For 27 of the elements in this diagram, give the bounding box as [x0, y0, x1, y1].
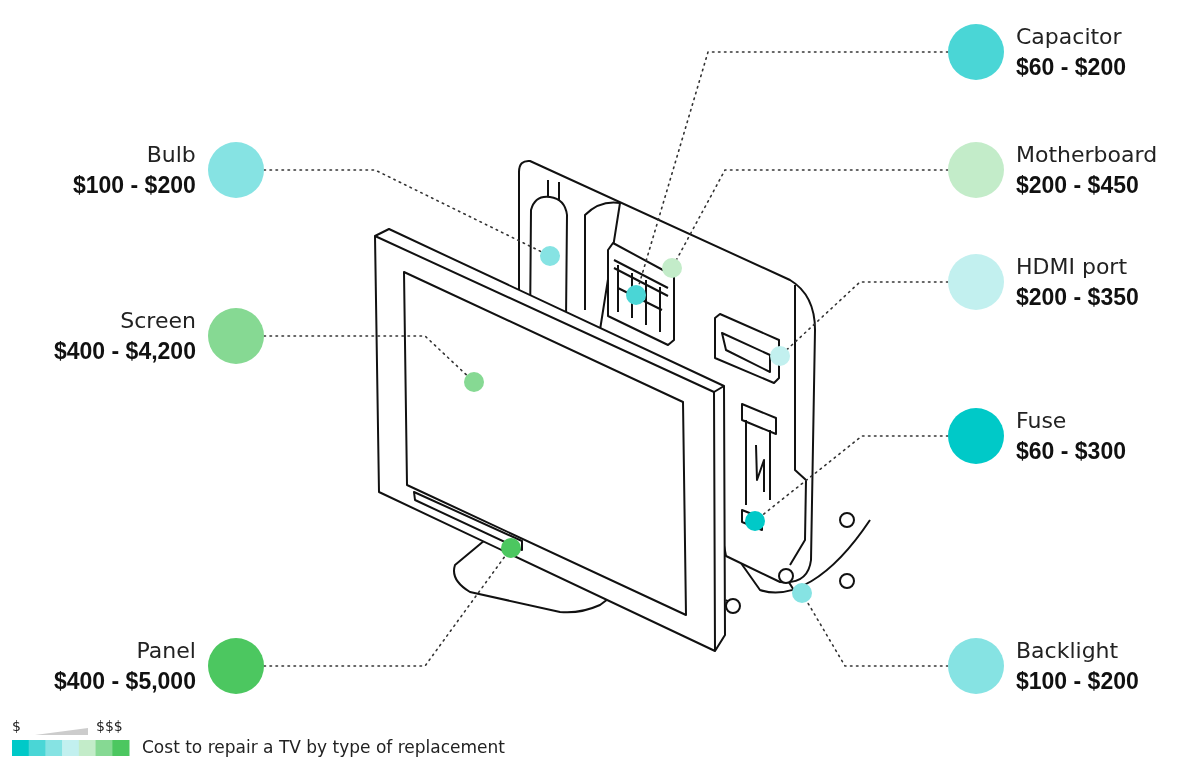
price-range: $100 - $200 [73, 171, 196, 200]
leader-line [762, 435, 949, 516]
leader-line [638, 51, 949, 287]
leader-line [263, 335, 468, 376]
part-name: Backlight [1016, 637, 1120, 665]
price-range: $100 - $200 [1016, 667, 1139, 696]
cost-scale-label: $$$ [96, 718, 123, 734]
price-range: $200 - $450 [1016, 171, 1140, 200]
price-range: $400 - $4,200 [54, 337, 196, 366]
part-name: Motherboard [1016, 141, 1158, 169]
leader-line [786, 281, 949, 350]
part-name: Fuse [1016, 407, 1068, 435]
price-range: $60 - $300 [1016, 437, 1126, 466]
part-name: Screen [120, 307, 196, 335]
cost-scale-label: $ [12, 718, 21, 734]
part-name: Bulb [146, 141, 196, 169]
leader-line [806, 600, 949, 667]
leader-line [263, 555, 506, 667]
part-name: Panel [136, 637, 196, 665]
price-range: $400 - $5,000 [54, 667, 196, 696]
part-name: HDMI port [1016, 253, 1129, 281]
price-range: $60 - $200 [1016, 53, 1126, 82]
leader-line [263, 169, 542, 253]
legend-text: Cost to repair a TV by type of replacement [142, 737, 505, 757]
price-range: $200 - $350 [1016, 283, 1139, 312]
part-name: Capacitor [1016, 23, 1123, 51]
marker-dot [792, 583, 812, 603]
